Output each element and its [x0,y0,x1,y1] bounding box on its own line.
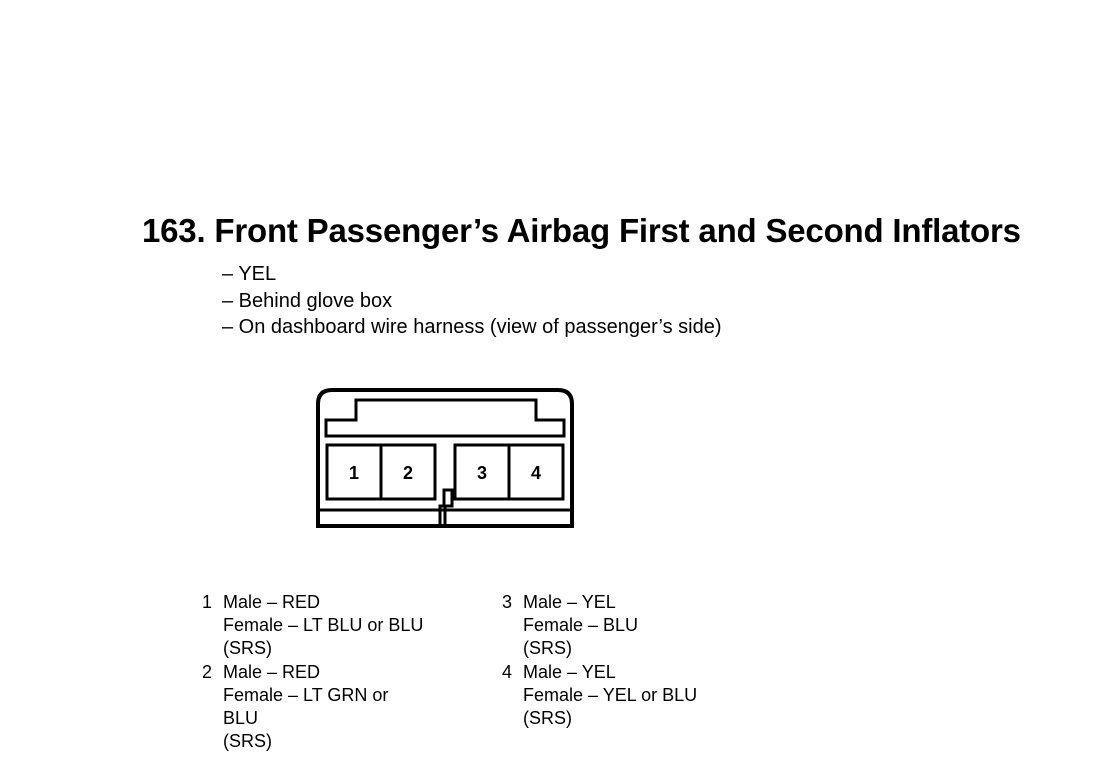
pin-number: 2 [202,661,213,682]
terminal-1-label: 1 [349,463,359,483]
connector-location: – Behind glove box [222,289,393,312]
connector-diagram: 1 2 3 4 [310,382,580,537]
pin-number: 4 [502,661,513,682]
pin-item-2: 2 Male – RED Female – LT GRN or BLU (SRS… [200,661,423,754]
pin-number: 3 [502,592,513,612]
connector-info: – YEL – Behind glove box – On dashboard … [222,261,722,341]
terminal-4-label: 4 [531,463,541,483]
pin-system: (SRS) [223,638,272,659]
pin-female-wire: Female – LT GRN or [223,684,389,705]
pin-female-wire: Female – LT BLU or BLU [223,615,424,636]
pin-item-4: 4 Male – YEL Female – YEL or BLU (SRS) [500,661,697,731]
connector-lock-ridge [324,398,566,438]
pin-number: 1 [202,592,213,612]
pin-system: (SRS) [523,638,572,659]
pin-list-right: 3 Male – YEL Female – BLU (SRS) 4 Male –… [500,591,697,730]
pin-female-wire: Female – BLU [523,615,639,636]
pin-female-wire: Female – YEL or BLU [523,684,698,705]
pin-male-wire: Male – YEL [523,592,616,612]
terminal-3-label: 3 [477,463,487,483]
connector-color: – YEL [222,263,277,285]
pin-list-left: 1 Male – RED Female – LT BLU or BLU (SRS… [200,591,423,753]
pin-female-wire-cont: BLU [223,708,259,729]
terminal-2-label: 2 [403,463,413,483]
pin-system: (SRS) [223,731,272,752]
connector-face-drawing: 1 2 3 4 [316,388,574,528]
pin-item-3: 3 Male – YEL Female – BLU (SRS) [500,591,697,661]
pin-male-wire: Male – YEL [523,661,616,682]
connector-center-key [438,488,454,526]
diagram-title: 163. Front Passenger’s Airbag First and … [142,212,1021,249]
connector-harness: – On dashboard wire harness (view of pas… [222,316,722,338]
pin-male-wire: Male – RED [223,661,321,682]
pin-item-1: 1 Male – RED Female – LT BLU or BLU (SRS… [200,591,423,661]
pin-system: (SRS) [523,708,572,729]
pin-male-wire: Male – RED [223,592,321,612]
connector-housing [316,388,574,528]
